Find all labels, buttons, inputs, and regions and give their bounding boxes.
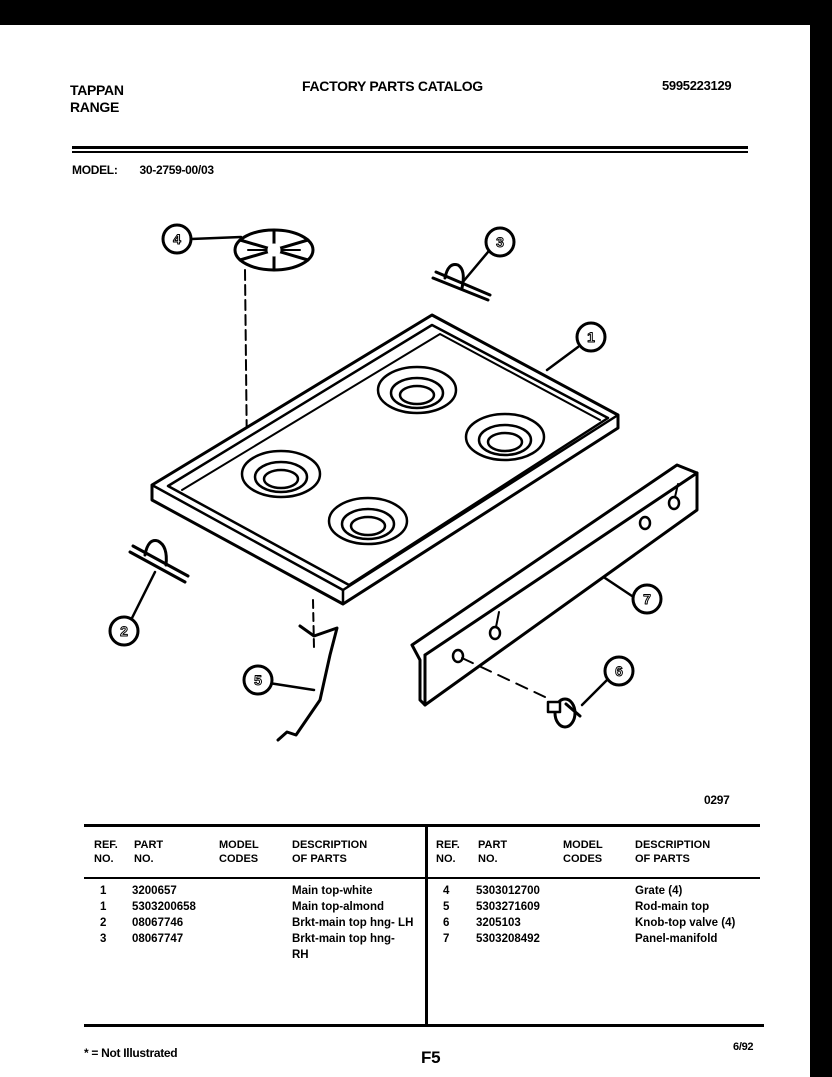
catalog-title: FACTORY PARTS CATALOG [302,78,483,94]
callout-2: 2 [108,615,140,647]
table-header-rule-left [84,877,425,879]
header-ref-no-right: REF.NO. [436,839,460,865]
svg-text:4: 4 [173,231,181,247]
rod-illustration [276,599,339,742]
table-bottom-rule [84,1024,764,1027]
brand-line-1: TAPPAN [70,82,124,98]
callout-6: 6 [603,655,635,687]
callout-5: 5 [242,664,274,696]
scan-right-border [810,0,832,1077]
revision-date: 6/92 [733,1041,754,1053]
header-ref-no-left: REF.NO. [94,839,118,865]
exploded-parts-diagram: 4 3 1 2 5 7 6 [108,223,699,742]
brand-block: TAPPAN RANGE [70,82,124,116]
svg-text:1: 1 [587,329,595,345]
svg-text:6: 6 [615,663,623,679]
scan-top-border [0,0,832,25]
footer-note: * = Not Illustrated [84,1046,178,1060]
brand-line-2: RANGE [70,99,120,115]
bracket-lh-illustration [128,539,190,584]
table-column-divider [425,826,428,1026]
header-rule-secondary [72,151,748,153]
svg-text:3: 3 [496,234,504,250]
model-value: 30-2759-00/03 [139,163,214,177]
callout-3: 3 [484,226,516,258]
callout-4: 4 [161,223,193,255]
model-line: MODEL: 30-2759-00/03 [72,163,214,177]
grate-illustration [233,228,315,272]
table-top-rule [84,824,760,827]
svg-text:2: 2 [120,623,128,639]
knob-illustration [461,657,582,729]
callout-7: 7 [631,583,663,615]
header-rule [72,146,748,149]
table-header-rule-right [428,877,760,879]
main-top-illustration [150,313,620,606]
panel-manifold-illustration [410,463,699,707]
leader-lines [129,235,634,707]
model-label: MODEL: [72,163,118,177]
svg-text:7: 7 [643,591,651,607]
page-number: F5 [421,1048,441,1067]
figure-code: 0297 [704,793,730,807]
catalog-number: 5995223129 [662,78,732,93]
svg-text:5: 5 [254,672,262,688]
callout-1: 1 [575,321,607,353]
